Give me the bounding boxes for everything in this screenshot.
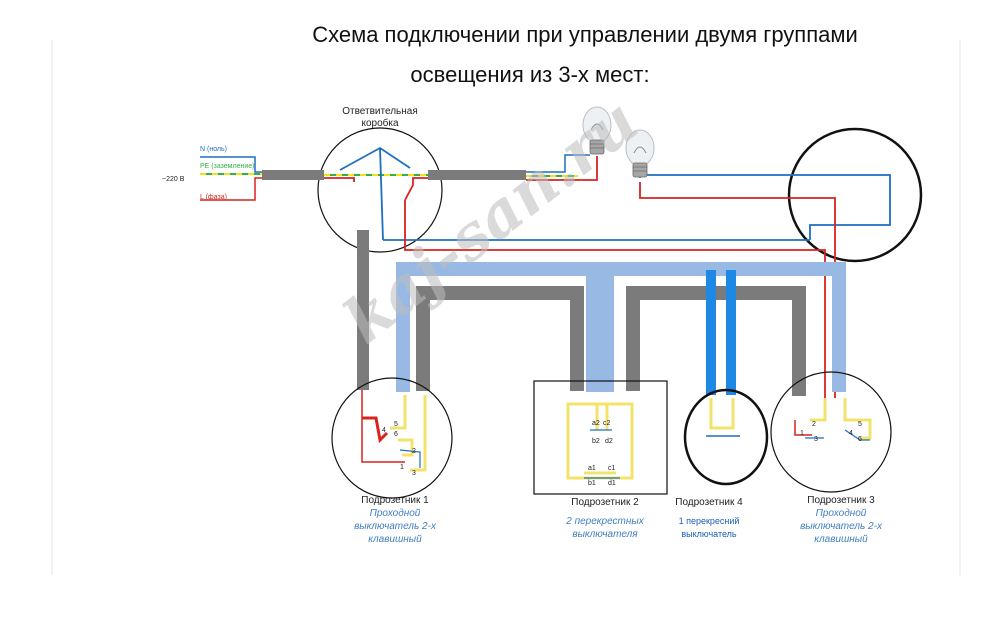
cable-grey (416, 286, 806, 396)
box2-desc: 2 перекрестных выключателя (566, 516, 644, 540)
lamp-icon (582, 106, 612, 155)
terminal-label: a1 (588, 465, 596, 472)
box4-circle (683, 388, 769, 486)
page-title: Схема подключении при управлении двумя г… (312, 22, 858, 47)
terminal-label: 6 (394, 431, 398, 438)
terminal-label: 4 (849, 430, 853, 437)
supply-cable (262, 170, 324, 180)
page-subtitle: освещения из 3-х мест: (410, 62, 650, 87)
terminal-label: a2 (592, 420, 600, 427)
cable-light-blue (396, 262, 846, 392)
box4-name: Подрозетник 4 (675, 497, 743, 508)
terminal-label: d1 (608, 480, 616, 487)
terminal-label: d2 (605, 438, 613, 445)
box3-caption: Подрозетник 3 Проходной выключатель 2-х … (786, 494, 896, 546)
box4-caption: Подрозетник 4 1 перекресний выключатель (672, 496, 746, 541)
terminal-label: 3 (412, 470, 416, 477)
terminal-label: 2 (412, 448, 416, 455)
box2-caption: Подрозетник 2 2 перекрестных выключателя (550, 496, 660, 541)
terminal-label: 1 (400, 464, 404, 471)
neutral-label: N (ноль) (200, 146, 227, 153)
lamp-cable (428, 170, 526, 180)
voltage-label: ~220 В (162, 176, 185, 183)
terminal-label: 1 (800, 430, 804, 437)
box4-desc: 1 перекресний выключатель (678, 516, 740, 539)
cable-box1-grey (357, 230, 369, 390)
terminal-label: 5 (858, 421, 862, 428)
junction-box-label: Ответвительная коробка (342, 106, 418, 129)
terminal-label: 2 (812, 421, 816, 428)
cable-bright-blue (706, 270, 736, 395)
box3-circle (770, 371, 892, 493)
box1-desc: Проходной выключатель 2-х клавишный (354, 508, 436, 545)
terminal-label: b1 (588, 480, 596, 487)
box2-frame (533, 380, 668, 495)
terminal-label: 4 (382, 427, 386, 434)
phase-loop (404, 200, 826, 398)
terminal-label: b2 (592, 438, 600, 445)
box2-name: Подрозетник 2 (571, 497, 639, 508)
terminal-label: c1 (608, 465, 616, 472)
terminal-label: c2 (603, 420, 611, 427)
box3-name: Подрозетник 3 (807, 495, 875, 506)
junction-box-circle (317, 127, 443, 253)
lamp-junction-circle (787, 127, 923, 263)
box3-desc: Проходной выключатель 2-х клавишный (800, 508, 882, 545)
terminal-label: 3 (814, 436, 818, 443)
box1-circle (331, 377, 453, 499)
box1-caption: Подрозетник 1 Проходной выключатель 2-х … (340, 494, 450, 546)
phase-label: L (фаза) (200, 194, 227, 201)
terminal-label: 5 (394, 421, 398, 428)
terminal-label: 6 (858, 436, 862, 443)
lamp-icon (625, 129, 655, 178)
box1-name: Подрозетник 1 (361, 495, 429, 506)
ground-label: PE (заземление) (200, 163, 255, 170)
